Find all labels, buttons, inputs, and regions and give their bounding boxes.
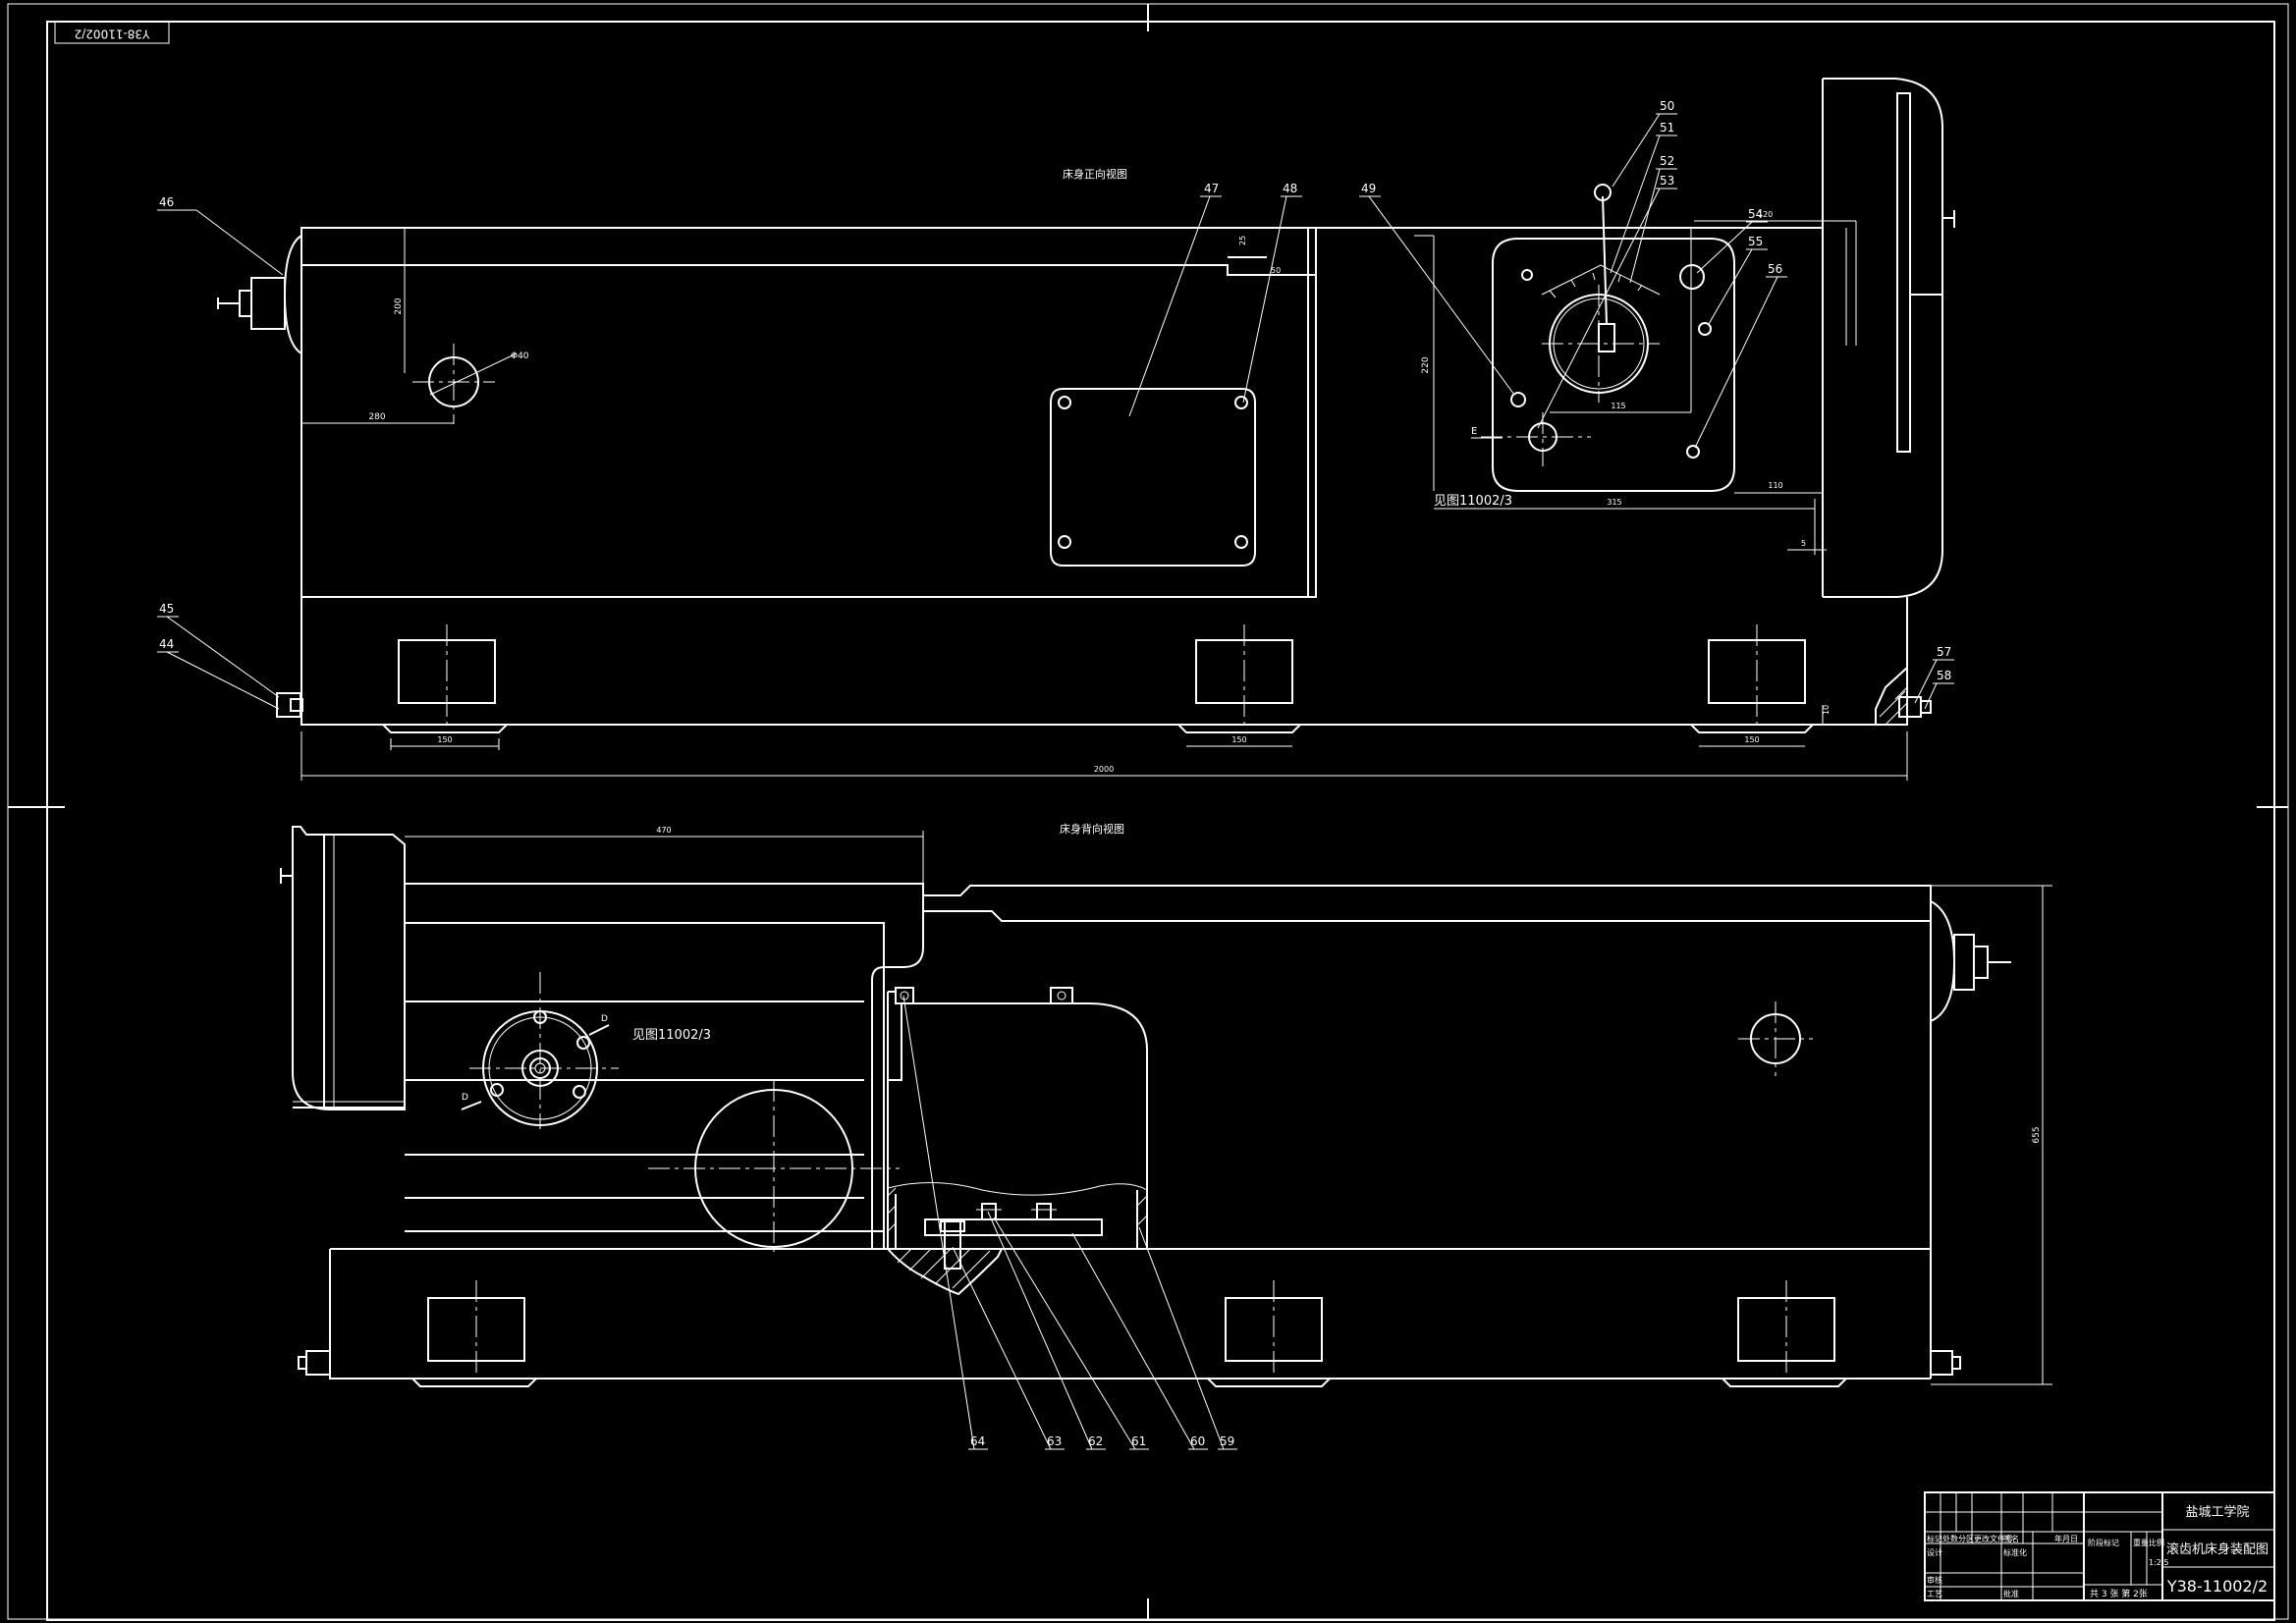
title-drawing-name: 滚齿机床身装配图 (2166, 1542, 2269, 1557)
label-scale: 比例 (2149, 1538, 2164, 1547)
label-process: 工艺 (1927, 1590, 1942, 1598)
label-review: 审核 (1927, 1575, 1942, 1585)
balloon-leaders-top (157, 113, 1954, 710)
dim-150b: 150 (1231, 735, 1246, 744)
rear-view-title: 床身背向视图 (1060, 822, 1124, 836)
balloon-59: 59 (1220, 1434, 1234, 1448)
balloon-63: 63 (1047, 1434, 1062, 1448)
dim-2000: 2000 (1094, 765, 1114, 774)
balloon-leaders-bottom (902, 995, 1237, 1450)
label-stage: 阶段标记 (2088, 1538, 2119, 1547)
label-standard: 标准化 (2003, 1547, 2027, 1557)
balloon-52: 52 (1660, 154, 1674, 168)
dim-150a: 150 (437, 735, 452, 744)
balloon-49: 49 (1361, 182, 1376, 195)
balloon-61: 61 (1131, 1434, 1146, 1448)
balloon-53: 53 (1660, 174, 1674, 188)
dim-655: 655 (2032, 1126, 2042, 1143)
rear-view: 床身背向视图 655 (280, 822, 2052, 1450)
dim-50: 50 (1271, 266, 1281, 275)
dim-115: 115 (1611, 402, 1625, 410)
dim-470: 470 (656, 826, 671, 835)
section-d-bottom: D (462, 1093, 468, 1103)
dim-10: 10 (1822, 705, 1831, 715)
title-drawing-number: Y38-11002/2 (2166, 1577, 2268, 1596)
balloon-57: 57 (1937, 645, 1951, 659)
label-design: 设计 (1927, 1547, 1942, 1557)
header-zone: 分区 (1958, 1535, 1974, 1543)
dim-280: 280 (368, 412, 385, 422)
header-change-doc: 更改文件号 (1974, 1534, 2013, 1543)
header-mark: 标记 (1927, 1534, 1942, 1543)
value-scale: 1:2.5 (2149, 1558, 2169, 1567)
label-weight: 重量 (2133, 1538, 2149, 1547)
header-date: 年月日 (2054, 1534, 2078, 1543)
dim-hole: Φ40 (511, 352, 529, 361)
stamp-code-box: Y38-11002/2 (54, 21, 170, 44)
dim-110: 110 (1768, 481, 1782, 490)
front-view-title: 床身正向视图 (1063, 167, 1127, 181)
balloon-51: 51 (1660, 121, 1674, 135)
title-block: 盐城工学院 滚齿机床身装配图 Y38-11002/2 标记 处数 分区 更改文件… (1924, 1491, 2275, 1601)
header-count: 处数 (1942, 1534, 1958, 1543)
balloon-44: 44 (159, 637, 174, 651)
balloon-50: 50 (1660, 99, 1674, 113)
section-d-top: D (601, 1014, 608, 1024)
balloon-56: 56 (1768, 262, 1782, 276)
balloon-46: 46 (159, 195, 174, 209)
dim-150c: 150 (1744, 735, 1759, 744)
dim-220: 220 (1421, 356, 1431, 373)
balloon-64: 64 (970, 1434, 985, 1448)
balloon-45: 45 (159, 602, 174, 616)
balloon-55: 55 (1748, 235, 1763, 248)
sheet-frame (7, 3, 2289, 1621)
balloon-62: 62 (1088, 1434, 1103, 1448)
ref-note-bottom: 见图11002/3 (632, 1028, 711, 1043)
title-school: 盐城工学院 (2185, 1504, 2249, 1520)
label-sheets: 共 3 张 第 2张 (2090, 1588, 2148, 1599)
balloon-47: 47 (1204, 182, 1219, 195)
balloon-48: 48 (1283, 182, 1297, 195)
dim-25: 25 (1238, 236, 1247, 245)
section-e: E (1471, 426, 1477, 437)
stamp-code: Y38-11002/2 (75, 27, 151, 41)
front-view: 床身正向视图 Φ40 200 280 25 50 (157, 78, 1955, 781)
balloon-60: 60 (1190, 1434, 1205, 1448)
balloon-58: 58 (1937, 669, 1951, 682)
dim-200: 200 (394, 298, 404, 314)
label-approve: 批准 (2003, 1589, 2019, 1598)
dim-315: 315 (1607, 498, 1621, 507)
ref-note-top: 见图11002/3 (1434, 494, 1512, 509)
dim-5: 5 (1801, 539, 1806, 548)
balloon-54: 54 (1748, 207, 1763, 221)
header-sign: 签名 (2003, 1534, 2019, 1543)
dim-120: 120 (1758, 210, 1773, 219)
